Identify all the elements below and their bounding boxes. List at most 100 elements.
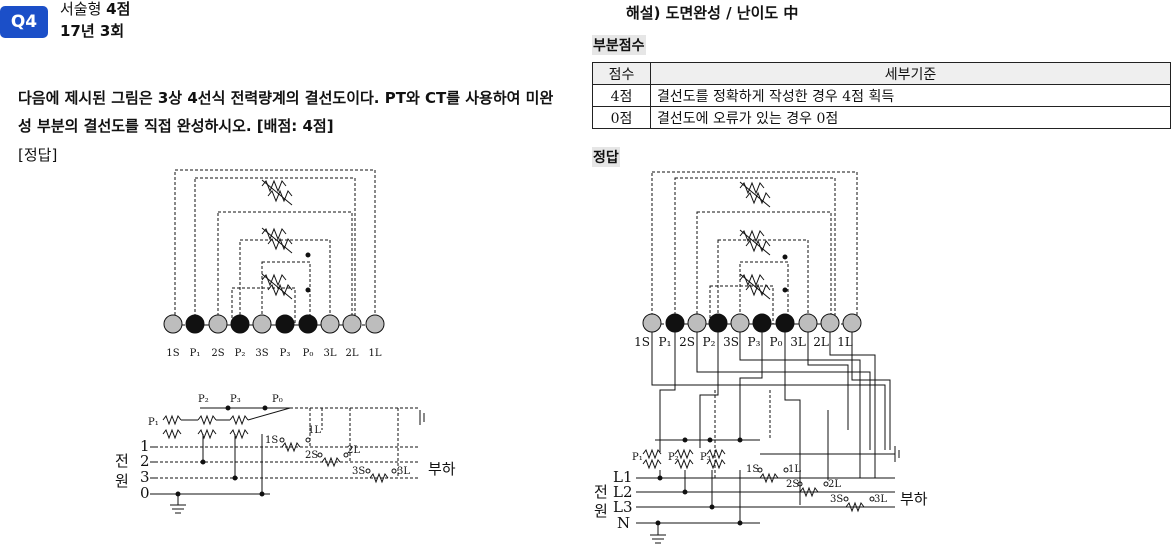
- terminal-3S: [730, 313, 750, 333]
- line-label: L1: [613, 468, 633, 486]
- terminal-P1: [665, 313, 685, 333]
- ct-label: 1L: [308, 425, 321, 436]
- pt-label: P₁: [148, 417, 159, 428]
- terminal-label: 3S: [255, 348, 268, 359]
- criteria-cell: 결선도에 오류가 있는 경우 0점: [650, 106, 1171, 129]
- terminal-2S: [208, 314, 228, 334]
- terminal-label: 1S: [166, 348, 179, 359]
- left-lower-labels: P₁ P₂ P₃ P₀ 1 2 3 0 전 원 1S 1L 2S 2L 3S 3…: [115, 394, 456, 502]
- terminal-label: P₃: [280, 348, 291, 359]
- left-terminal-block: [163, 314, 385, 334]
- terminal-label: P₂: [703, 335, 716, 349]
- left-lower-circuit: [150, 405, 425, 514]
- terminal-label: P₀: [303, 348, 314, 359]
- terminal-P0: [298, 314, 318, 334]
- terminal-label: P₁: [659, 335, 672, 349]
- score-table-header: 점수 세부기준: [592, 62, 1171, 85]
- terminal-label: 1S: [634, 335, 650, 349]
- explanation-title: 해설) 도면완성 / 난이도 中: [626, 4, 799, 22]
- pt-label: P₂: [668, 452, 679, 463]
- score-cell: 0점: [592, 106, 651, 129]
- line-label: 0: [140, 484, 150, 502]
- answer-label: [정답]: [18, 146, 58, 164]
- exam-session: 17년 3회: [60, 22, 125, 40]
- correct-answer-label: 정답: [592, 147, 620, 167]
- line-label: 1: [140, 437, 150, 455]
- terminal-1L: [842, 313, 862, 333]
- terminal-label: P₂: [235, 348, 246, 359]
- terminal-3S: [252, 314, 272, 334]
- ct-label: 3S: [830, 494, 843, 505]
- terminal-P3: [275, 314, 295, 334]
- terminal-label: 3L: [323, 348, 336, 359]
- ct-label: 2S: [786, 479, 799, 490]
- score-table: 점수 세부기준 4점 결선도를 정확하게 작성한 경우 4점 획득 0점 결선도…: [592, 62, 1171, 129]
- question-type: 서술형 4점: [60, 0, 130, 18]
- ct-label: 1S: [265, 435, 278, 446]
- table-row: 0점 결선도에 오류가 있는 경우 0점: [592, 106, 1171, 129]
- line-label: L2: [613, 483, 633, 501]
- terminal-P0: [775, 313, 795, 333]
- load-label: 부하: [900, 490, 928, 508]
- terminal-label: 2L: [813, 335, 829, 349]
- terminal-label: 2L: [345, 348, 358, 359]
- terminal-1S: [642, 313, 662, 333]
- terminal-2L: [820, 313, 840, 333]
- ct-label: 3L: [874, 494, 887, 505]
- question-points: 4점: [106, 0, 131, 18]
- terminal-P2: [230, 314, 250, 334]
- line-label: 3: [140, 468, 150, 486]
- terminal-label: 2S: [211, 348, 224, 359]
- terminal-label: 1L: [837, 335, 853, 349]
- terminal-label: 3L: [790, 335, 806, 349]
- pt-label: P₂: [198, 394, 209, 405]
- terminal-3L: [320, 314, 340, 334]
- terminal-2L: [342, 314, 362, 334]
- left-meter-diagram: [174, 169, 376, 326]
- ct-label: 1L: [788, 464, 801, 475]
- terminal-3L: [798, 313, 818, 333]
- question-type-prefix: 서술형: [60, 0, 107, 18]
- question-number-badge: Q4: [0, 6, 48, 38]
- terminal-label: P₃: [748, 335, 761, 349]
- right-meter-diagram: [651, 171, 858, 325]
- ct-label: 2L: [347, 445, 360, 456]
- load-label: 부하: [428, 460, 456, 478]
- source-label: 전: [594, 483, 608, 501]
- line-label: N: [617, 514, 630, 532]
- pt-label: P₀: [272, 394, 283, 405]
- ct-label: 2S: [305, 450, 318, 461]
- right-terminal-block: [642, 313, 862, 333]
- terminal-label: 2S: [679, 335, 695, 349]
- ct-label: 2L: [828, 479, 841, 490]
- line-label: 2: [140, 452, 150, 470]
- pt-label: P₃: [700, 452, 711, 463]
- terminal-1S: [163, 314, 183, 334]
- terminal-P1: [185, 314, 205, 334]
- ct-label: 3S: [352, 466, 365, 477]
- terminal-label: 1L: [368, 348, 381, 359]
- ct-label: 3L: [397, 466, 410, 477]
- source-label: 전: [115, 452, 129, 470]
- right-terminal-labels: 1S P₁ 2S P₂ 3S P₃ P₀ 3L 2L 1L: [634, 335, 853, 349]
- terminal-1L: [365, 314, 385, 334]
- pt-label: P₁: [632, 452, 643, 463]
- terminal-label: 3S: [723, 335, 739, 349]
- line-label: L3: [613, 498, 633, 516]
- right-interconnect-wiring: [651, 332, 891, 505]
- source-label: 원: [594, 502, 608, 520]
- terminal-P3: [752, 313, 772, 333]
- partial-score-label: 부분점수: [592, 35, 646, 55]
- pt-label: P₃: [230, 394, 241, 405]
- terminal-label: P₁: [190, 348, 201, 359]
- source-label: 원: [115, 472, 129, 490]
- left-terminal-labels: 1S P₁ 2S P₂ 3S P₃ P₀ 3L 2L 1L: [166, 348, 381, 359]
- terminal-P2: [708, 313, 728, 333]
- terminal-label: P₀: [770, 335, 783, 349]
- criteria-header: 세부기준: [650, 62, 1171, 85]
- terminal-2S: [687, 313, 707, 333]
- right-lower-circuit: [636, 437, 900, 544]
- right-lower-labels: P₁ P₂ P₃ L1 L2 L3 N 전 원 1S 1L 2S 2L 3S 3…: [594, 452, 928, 532]
- ct-label: 1S: [746, 464, 759, 475]
